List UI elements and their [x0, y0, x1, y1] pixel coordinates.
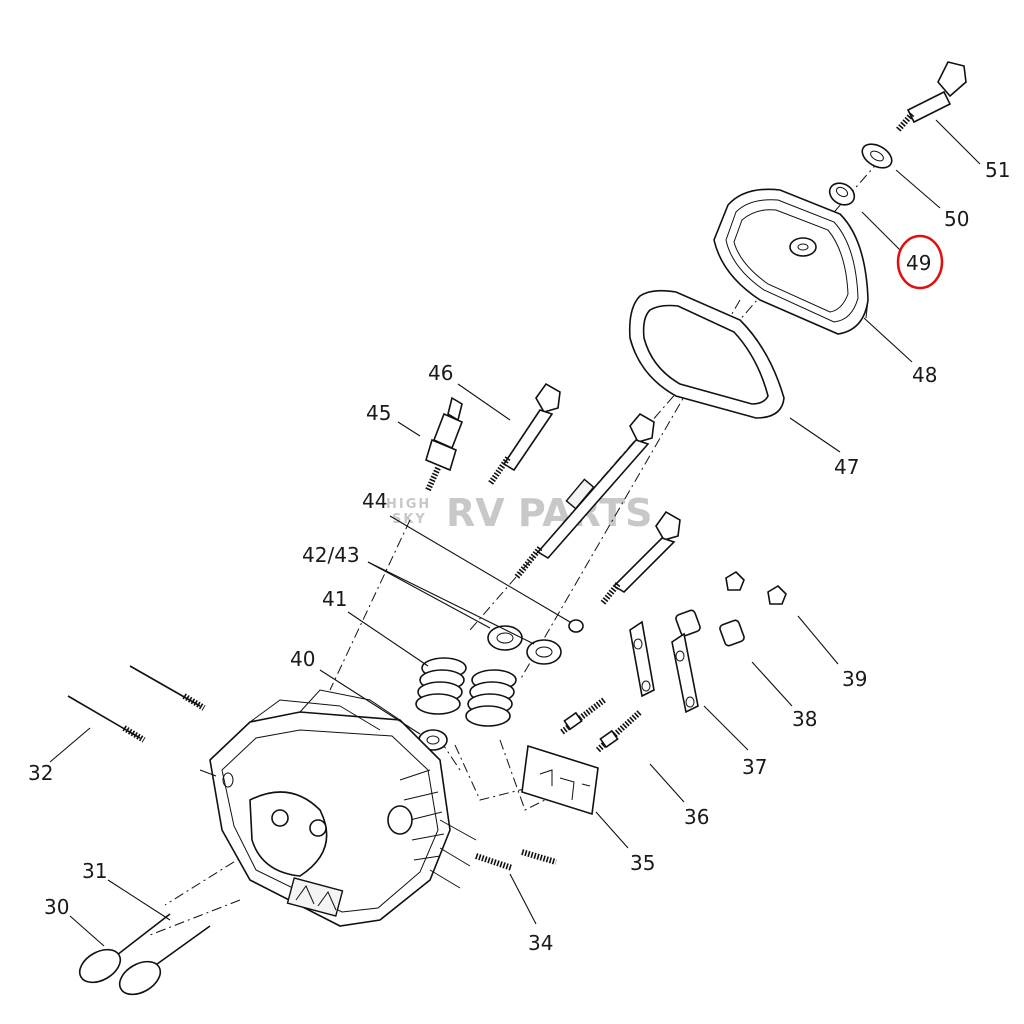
- part-34-studs: [475, 849, 557, 871]
- label-50: 50: [944, 207, 969, 231]
- part-37-rocker-arms: [629, 620, 699, 714]
- part-36-rocker-studs: [560, 697, 643, 753]
- leader-lines: [49, 119, 981, 947]
- label-34: 34: [528, 931, 553, 955]
- label-51: 51: [985, 158, 1010, 182]
- label-42-43: 42/43: [302, 543, 360, 567]
- long-bolt-right: [599, 510, 681, 606]
- label-39: 39: [842, 667, 867, 691]
- label-49: 49: [906, 251, 931, 275]
- long-bolt-center: [513, 412, 655, 580]
- cylinder-head: [209, 689, 477, 927]
- label-32: 32: [28, 761, 53, 785]
- part-45-spark-plug: [425, 396, 464, 492]
- part-51-bolt: [895, 61, 967, 132]
- part-44-pin: [568, 619, 584, 633]
- label-44: 44: [362, 489, 387, 513]
- label-45: 45: [366, 401, 391, 425]
- label-47: 47: [834, 455, 859, 479]
- label-35: 35: [630, 851, 655, 875]
- part-38-pivots: [675, 609, 745, 647]
- part-labels: 51 50 49 48 47 46 45 44 42/43 41 40 39 3…: [28, 158, 1010, 955]
- part-32-head-bolts: [67, 665, 206, 743]
- label-41: 41: [322, 587, 347, 611]
- label-31: 31: [82, 859, 107, 883]
- part-49-grommet: [828, 182, 856, 206]
- watermark-line2: SKY: [392, 512, 427, 527]
- part-41-valve-springs: [415, 657, 517, 727]
- part-46-bolt: [487, 382, 561, 486]
- part-42-43-retainers: [487, 625, 562, 665]
- label-46: 46: [428, 361, 453, 385]
- part-48-valve-cover: [713, 188, 869, 335]
- part-30-31-valves: [78, 913, 211, 996]
- part-50-washer: [861, 143, 893, 169]
- part-35-guide-plate: [521, 744, 599, 816]
- label-37: 37: [742, 755, 767, 779]
- watermark: HIGH SKY RV PARTS: [386, 491, 653, 535]
- highlight-circle-49: [896, 234, 944, 290]
- label-40: 40: [290, 647, 315, 671]
- watermark-brand: RV PARTS: [446, 491, 653, 535]
- label-36: 36: [684, 805, 709, 829]
- watermark-line1: HIGH: [386, 497, 431, 512]
- part-39-nuts: [725, 570, 787, 605]
- label-30: 30: [44, 895, 69, 919]
- part-47-gasket: [628, 289, 785, 419]
- label-48: 48: [912, 363, 937, 387]
- label-38: 38: [792, 707, 817, 731]
